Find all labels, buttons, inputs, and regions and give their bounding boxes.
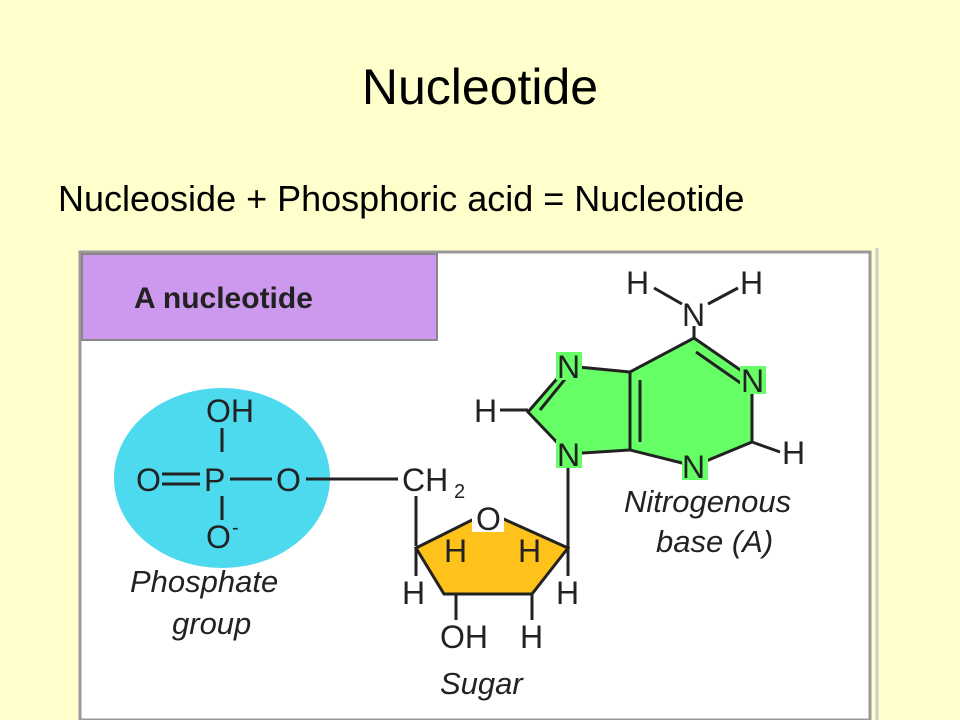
phosphate-caption-1: Phosphate [130, 564, 278, 599]
sugar-o: O [476, 501, 501, 537]
sugar-h-inner-left: H [444, 533, 467, 569]
sugar-ch: CH [402, 462, 448, 498]
sugar-h-bottom: H [520, 619, 543, 655]
sugar-h-inner-right: H [518, 533, 541, 569]
phosphate-caption-2: group [172, 606, 251, 641]
sugar-h-outer-left: H [402, 575, 425, 611]
phosphate-o-right: O [276, 462, 301, 498]
sugar-oh: OH [440, 619, 488, 655]
header-label: A nucleotide [134, 282, 313, 315]
phosphate-o-minus: O [206, 519, 231, 555]
base-n-bottom-right: N [682, 449, 705, 485]
slide-title: Nucleotide [361, 59, 599, 115]
sugar-ring [413, 510, 571, 596]
bond-amine-h-right [707, 286, 739, 306]
base-caption-1: Nitrogenous [624, 484, 791, 519]
base-n-right: N [741, 363, 764, 399]
base-n-tl-backdrop [556, 352, 582, 380]
phosphate-minus: - [232, 517, 239, 539]
base-n-br-backdrop [682, 452, 708, 480]
base-caption-2: base (A) [656, 524, 773, 559]
bond-top-double [695, 350, 743, 386]
base-h-right: H [782, 435, 805, 471]
sugar-o-backdrop [472, 502, 504, 532]
base-n-top-left: N [557, 349, 580, 385]
phosphate-oh: OH [206, 393, 254, 429]
sugar-h-outer-right: H [556, 575, 579, 611]
sugar-caption: Sugar [440, 666, 524, 701]
header-box [81, 253, 438, 341]
base-h-left: H [474, 393, 497, 429]
phosphate-circle [114, 388, 330, 568]
base-n-amine: N [682, 297, 705, 333]
base-h-top-left: H [626, 265, 649, 301]
bond-amine-h-left [653, 286, 683, 306]
base-n-bl-backdrop [556, 440, 582, 468]
phosphate-o-left: O [136, 462, 161, 498]
phosphate-p: P [204, 462, 225, 498]
base-five-ring [525, 364, 632, 456]
base-n-bottom-left: N [557, 437, 580, 473]
base-n-r-backdrop [740, 366, 766, 394]
slide-subtitle: Nucleoside + Phosphoric acid = Nucleotid… [58, 178, 745, 219]
sugar-ch-sub: 2 [454, 481, 465, 503]
bond-h-right-base [751, 440, 781, 454]
bond-left-double [538, 377, 568, 411]
base-h-top-right: H [740, 265, 763, 301]
